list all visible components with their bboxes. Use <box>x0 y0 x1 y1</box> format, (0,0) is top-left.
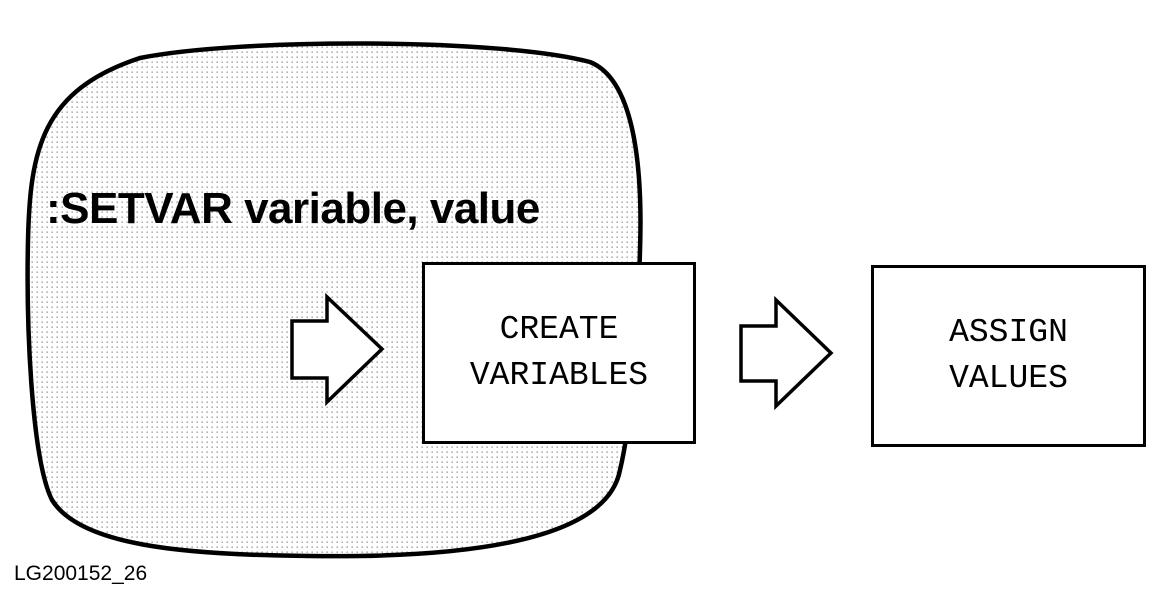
assign-values-box: ASSIGN VALUES <box>871 265 1146 447</box>
right-arrow-icon <box>290 292 385 407</box>
create-variables-box: CREATE VARIABLES <box>422 262 696 444</box>
create-variables-line1: CREATE <box>499 311 619 348</box>
setvar-command-text: :SETVAR variable, value <box>46 184 540 233</box>
create-variables-line2: VARIABLES <box>469 357 649 394</box>
figure-id: LG200152_26 <box>14 562 148 585</box>
assign-values-line2: VALUES <box>949 360 1068 397</box>
assign-values-line1: ASSIGN <box>949 314 1068 351</box>
right-arrow-icon <box>739 295 834 411</box>
